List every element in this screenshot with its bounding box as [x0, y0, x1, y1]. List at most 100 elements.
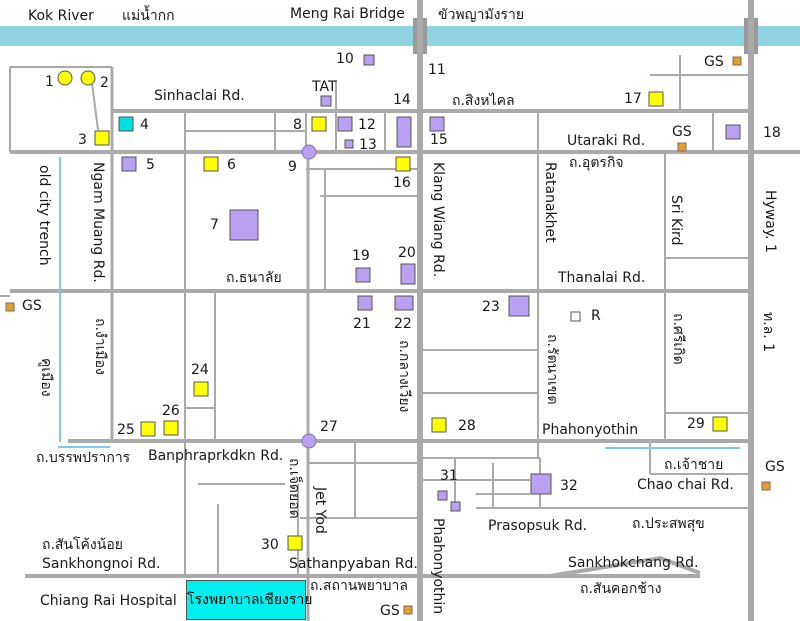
poi-29-marker[interactable]	[712, 416, 728, 432]
poi-1-marker[interactable]	[57, 70, 73, 86]
r-label: R	[591, 308, 601, 324]
poi-number: 1	[45, 74, 54, 90]
poi-number: 32	[560, 478, 578, 494]
poi-4-marker[interactable]	[118, 116, 134, 132]
poi-number: 25	[117, 422, 135, 438]
utaraki-thai-label: ถ.อุตรกิจ	[569, 155, 624, 171]
poi-32-marker[interactable]	[530, 473, 552, 495]
poi-number: 15	[430, 132, 448, 148]
gas-station-label: GS	[765, 459, 785, 475]
utaraki-label: Utaraki Rd.	[567, 133, 646, 149]
old-city-trench-label: old city trench	[36, 165, 52, 266]
poi-number: 29	[687, 416, 705, 432]
poi-16-marker[interactable]	[395, 156, 411, 172]
poi-15-marker[interactable]	[429, 116, 445, 132]
gas-station-icon[interactable]	[5, 302, 15, 312]
poi-10-marker[interactable]	[363, 54, 375, 66]
poi-5-marker[interactable]	[121, 156, 137, 172]
poi-number: 30	[261, 537, 279, 553]
poi-20-marker[interactable]	[400, 263, 416, 285]
poi-number: 26	[162, 403, 180, 419]
poi-number: 14	[393, 92, 411, 108]
poi-number: 12	[358, 117, 376, 133]
chiang-rai-hospital-label: Chiang Rai Hospital	[40, 593, 177, 609]
poi-22-marker[interactable]	[394, 295, 414, 311]
ratanakhet-label: Ratanakhet	[542, 162, 558, 243]
sathanpyaban-label: Sathanpyaban Rd.	[289, 556, 418, 572]
poi-19-marker[interactable]	[355, 267, 371, 283]
poi-23-marker[interactable]	[508, 295, 530, 317]
poi-7-marker[interactable]	[229, 209, 259, 241]
poi-number: 5	[146, 157, 155, 173]
poi-18-marker[interactable]	[725, 124, 741, 140]
sankhokchang-road-curve	[549, 555, 701, 578]
poi-17-marker[interactable]	[648, 91, 664, 107]
chao-chai-thai-label: ถ.เจ้าชาย	[664, 457, 724, 473]
poi-26-marker[interactable]	[163, 420, 179, 436]
gas-station-icon[interactable]	[403, 605, 413, 615]
banphaprakan-thai-label: ถ.บรรพปราการ	[36, 450, 131, 466]
poi-14-marker[interactable]	[396, 116, 412, 148]
poi-number: 23	[482, 299, 500, 315]
sankhongnoi-label: Sankhongnoi Rd.	[42, 556, 161, 572]
poi-number: 13	[359, 137, 377, 153]
chiang-rai-hospital-box[interactable]: โรงพยาบาลเชียงราย	[186, 580, 312, 620]
intersection-9	[301, 144, 317, 160]
poi-31a-marker[interactable]	[437, 490, 448, 501]
poi-number: 24	[191, 362, 209, 378]
poi-number: 16	[393, 175, 411, 191]
poi-number: 20	[398, 245, 416, 261]
gas-station-icon[interactable]	[677, 142, 687, 152]
poi-number: 27	[320, 419, 338, 435]
poi-21-marker[interactable]	[357, 295, 373, 311]
sri-kird-thai-label: ถ.ศรีเกิด	[670, 313, 686, 365]
poi-number: 8	[293, 117, 302, 133]
phahonyothin-vertical-label: Phahonyothin	[430, 518, 446, 615]
hway-1-thai-label: ท.ล. 1	[760, 312, 776, 353]
sankhongnoi-thai-label: ถ.สันโค้งน้อย	[42, 537, 123, 553]
poi-number: 2	[100, 75, 109, 91]
poi-24-marker[interactable]	[193, 381, 209, 397]
poi-12-marker[interactable]	[337, 116, 353, 132]
poi-number: 28	[458, 418, 476, 434]
old-city-trench	[58, 157, 740, 449]
intersection-27	[301, 433, 317, 449]
kok-river	[0, 26, 800, 46]
thanalai-thai-label: ถ.ธนาลัย	[226, 270, 282, 286]
klang-wiang-thai-label: ถ.กลางเวียง	[396, 340, 412, 413]
chao-chai-label: Chao chai Rd.	[637, 477, 734, 493]
poi-number: 10	[336, 51, 354, 67]
meng-rai-thai-label: ขัวพญามังราย	[438, 7, 525, 23]
prasopsuk-label: Prasopsuk Rd.	[488, 518, 588, 534]
poi-tat-marker[interactable]	[320, 95, 332, 107]
phahonyothin-label: Phahonyothin	[542, 422, 639, 438]
poi-number: 11	[428, 62, 446, 78]
sinhaclai-thai-label: ถ.สิงหไคล	[452, 93, 515, 109]
kok-river-thai-label: แม่น้ำกก	[122, 8, 175, 24]
poi-number: 17	[624, 91, 642, 107]
poi-number: 3	[78, 132, 87, 148]
gas-station-label: GS	[672, 124, 692, 140]
poi-number: 22	[394, 316, 412, 332]
poi-8-marker[interactable]	[311, 116, 327, 132]
jet-yod-label: Jet Yod	[312, 487, 328, 534]
poi-31b-marker[interactable]	[450, 501, 461, 512]
klang-wiang-label: Klang Wiang Rd.	[430, 162, 446, 278]
hyway-1-label: Hyway. 1	[762, 190, 778, 253]
khu-muang-thai-label: คูเมือง	[38, 358, 54, 397]
minor-road	[91, 82, 99, 131]
poi-6-marker[interactable]	[203, 156, 219, 172]
poi-r-marker[interactable]	[570, 311, 581, 322]
meng-rai-bridge-label: Meng Rai Bridge	[290, 6, 405, 22]
gas-station-icon[interactable]	[761, 481, 771, 491]
poi-30-marker[interactable]	[287, 535, 303, 551]
poi-2-marker[interactable]	[80, 70, 96, 86]
poi-28-marker[interactable]	[431, 417, 447, 433]
gas-station-icon[interactable]	[732, 56, 742, 66]
poi-13-marker[interactable]	[344, 139, 354, 149]
poi-25-marker[interactable]	[140, 421, 156, 437]
poi-3-marker[interactable]	[94, 130, 110, 146]
poi-number: 6	[227, 157, 236, 173]
